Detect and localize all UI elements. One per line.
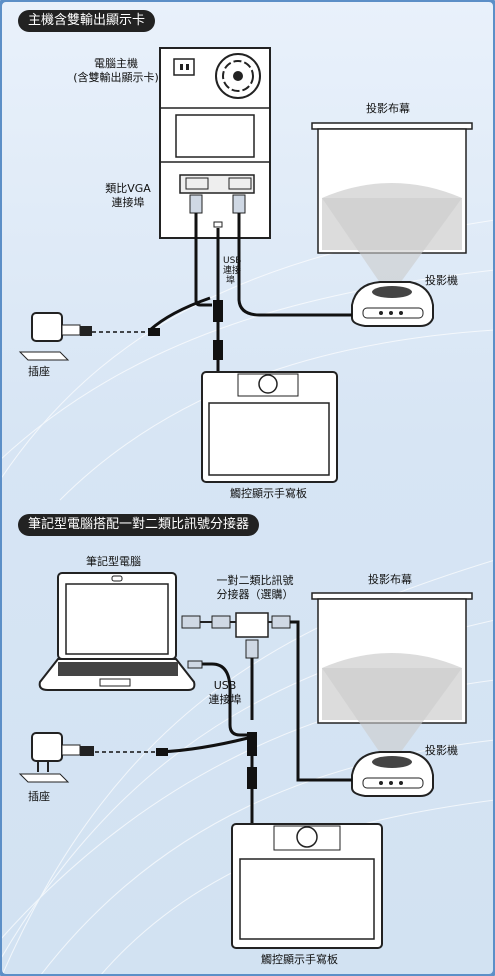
projection-screen — [311, 122, 473, 290]
section2-title-pill: 筆記型電腦搭配一對二類比訊號分接器 — [18, 514, 260, 536]
power-adapter-2 — [18, 732, 94, 783]
power-adapter — [18, 312, 92, 361]
touch-tablet — [201, 371, 338, 483]
projection-screen-2 — [311, 592, 473, 760]
outlet-label: 插座 — [28, 365, 50, 378]
touch-tablet-2 — [231, 823, 383, 949]
splitter-label: 一對二類比訊號 — [216, 574, 294, 587]
usb-port-sublabel-1: 連接 — [223, 266, 242, 276]
projector — [351, 281, 434, 327]
projection-screen-label: 投影布幕 — [366, 102, 410, 115]
vga-port-sublabel: 連接埠 — [111, 196, 145, 209]
computer-sublabel: (含雙輸出顯示卡) — [73, 71, 159, 84]
tablet-label: 觸控顯示手寫板 — [230, 487, 307, 500]
splitter-sublabel: 分接器（選購） — [216, 588, 294, 601]
usb-port-label: USB — [223, 256, 242, 266]
laptop — [38, 572, 196, 691]
vga-port-label: 類比VGA — [105, 182, 151, 195]
computer-label: 電腦主機 — [94, 57, 138, 70]
section1-title-pill: 主機含雙輸出顯示卡 — [18, 10, 156, 32]
projector-label-2: 投影機 — [425, 744, 458, 757]
projection-screen-label-2: 投影布幕 — [368, 573, 412, 586]
projector-label: 投影機 — [425, 274, 458, 287]
tablet-label-2: 觸控顯示手寫板 — [261, 953, 338, 966]
projector-2 — [351, 751, 434, 797]
laptop-label: 筆記型電腦 — [86, 555, 141, 568]
computer-tower — [159, 47, 271, 239]
outlet-label-2: 插座 — [28, 790, 50, 803]
usb-port-sublabel-2: 埠 — [226, 276, 236, 286]
splitter — [181, 612, 291, 659]
usb-port-sublabel-2b: 連接埠 — [208, 693, 242, 706]
